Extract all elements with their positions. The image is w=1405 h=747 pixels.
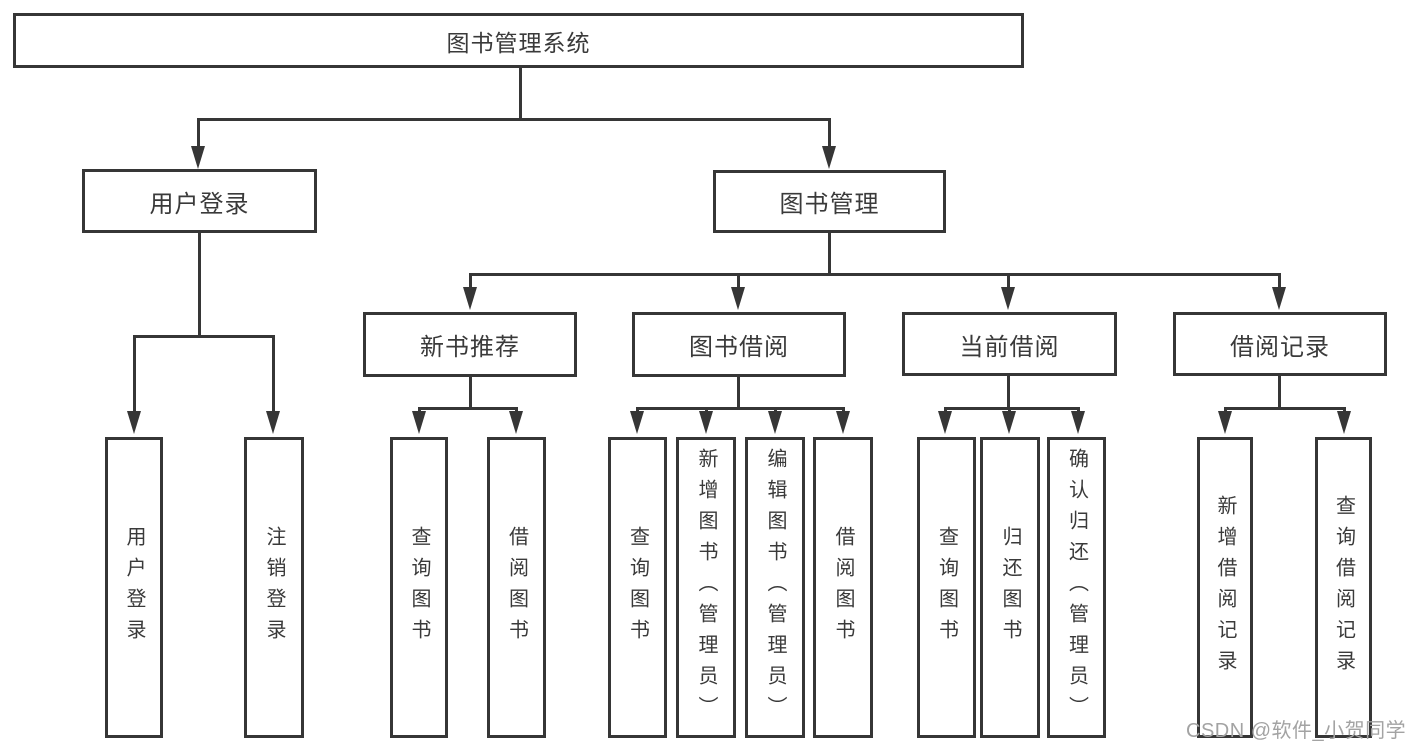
leaf-user-login: 用户登录 <box>105 437 163 738</box>
leaf-add-books-admin: 新增图书（管理员） <box>676 437 736 738</box>
arrow-down-icon <box>630 411 644 434</box>
connector-arrow-shaft <box>469 273 472 287</box>
arrow-down-icon <box>938 411 952 434</box>
connector-group-stub <box>469 376 472 407</box>
connector-arrow-shaft <box>1007 273 1010 287</box>
arrow-down-icon <box>266 411 280 434</box>
leaf-query-books-recommend: 查询图书 <box>390 437 448 738</box>
node-label: 编辑图书（管理员） <box>764 448 786 727</box>
leaf-borrow-books-recommend: 借阅图书 <box>487 437 546 738</box>
csdn-watermark: CSDN @软件_小贺同学 <box>1186 720 1405 742</box>
connector-arrow-shaft <box>705 407 708 413</box>
arrow-down-icon <box>1218 411 1232 434</box>
arrow-down-icon <box>191 146 205 169</box>
node-book-management: 图书管理 <box>713 170 946 233</box>
node-label: 新增借阅记录 <box>1214 494 1236 681</box>
arrow-down-icon <box>127 411 141 434</box>
node-label: 借阅图书 <box>505 525 528 650</box>
node-label: 借阅记录 <box>1230 333 1330 361</box>
connector-group-hline <box>1224 407 1345 410</box>
leaf-logout: 注销登录 <box>244 437 304 738</box>
connector-group-hline <box>944 407 1080 410</box>
connector-level1-hline <box>197 118 831 121</box>
node-label: 归还图书 <box>999 525 1021 650</box>
arrow-down-icon <box>699 411 713 434</box>
leaf-borrow-books: 借阅图书 <box>813 437 873 738</box>
arrow-down-icon <box>1337 411 1351 434</box>
connector-arrow-shaft <box>1343 407 1346 413</box>
node-label: 图书借阅 <box>689 334 789 361</box>
node-user-login: 用户登录 <box>82 169 317 233</box>
node-label: 借阅图书 <box>832 525 854 650</box>
connector-group-hline <box>636 407 844 410</box>
arrow-down-icon <box>1272 287 1286 310</box>
node-library-management-system: 图书管理系统 <box>13 13 1024 68</box>
connector-arrow-shaft <box>197 118 200 146</box>
connector-book-mgmt-stub <box>828 233 831 273</box>
leaf-edit-books-admin: 编辑图书（管理员） <box>745 437 805 738</box>
arrow-down-icon <box>412 411 426 434</box>
node-label: 查询图书 <box>626 525 649 650</box>
node-label: 查询图书 <box>408 525 430 650</box>
arrow-down-icon <box>463 287 477 310</box>
connector-arrow-shaft <box>515 407 518 413</box>
arrow-down-icon <box>1071 411 1085 434</box>
connector-root-stub <box>519 68 522 118</box>
connector-group-stub <box>737 376 740 407</box>
arrow-down-icon <box>1002 411 1016 434</box>
leaf-confirm-return-admin: 确认归还（管理员） <box>1047 437 1106 738</box>
arrow-down-icon <box>822 146 836 169</box>
arrow-down-icon <box>1001 287 1015 310</box>
connector-arrow-shaft <box>1278 273 1281 287</box>
connector-user-login-stub <box>198 233 201 335</box>
node-label: 注销登录 <box>263 525 285 650</box>
node-current-borrow: 当前借阅 <box>902 312 1117 376</box>
node-label: 图书管理 <box>779 191 880 218</box>
node-borrow-records: 借阅记录 <box>1173 312 1387 376</box>
connector-user-login-hline <box>133 335 275 338</box>
connector-arrow-shaft <box>418 407 421 413</box>
connector-level3-hline <box>469 273 1281 276</box>
arrow-down-icon <box>509 411 523 434</box>
arrow-down-icon <box>768 411 782 434</box>
connector-arrow-shaft <box>133 335 136 411</box>
arrow-down-icon <box>836 411 850 434</box>
node-label: 查询借阅记录 <box>1332 494 1355 681</box>
leaf-add-borrow-record: 新增借阅记录 <box>1197 437 1253 738</box>
connector-arrow-shaft <box>842 407 845 413</box>
leaf-query-books-current: 查询图书 <box>917 437 976 738</box>
connector-arrow-shaft <box>636 407 639 413</box>
node-label: 确认归还（管理员） <box>1065 448 1088 727</box>
connector-arrow-shaft <box>944 407 947 413</box>
connector-arrow-shaft <box>828 118 831 146</box>
connector-group-hline <box>418 407 518 410</box>
connector-group-stub <box>1007 376 1010 407</box>
connector-arrow-shaft <box>774 407 777 413</box>
node-label: 用户登录 <box>149 190 250 218</box>
connector-arrow-shaft <box>737 273 740 287</box>
arrow-down-icon <box>731 287 745 310</box>
node-label: 查询图书 <box>935 525 958 650</box>
node-label: 当前借阅 <box>959 333 1060 361</box>
leaf-return-books: 归还图书 <box>980 437 1040 738</box>
node-label: 新增图书（管理员） <box>695 448 717 727</box>
connector-arrow-shaft <box>1224 407 1227 413</box>
node-new-book-recommend: 新书推荐 <box>363 312 577 377</box>
leaf-query-books-borrow: 查询图书 <box>608 437 667 738</box>
connector-group-stub <box>1278 376 1281 407</box>
connector-arrow-shaft <box>1077 407 1080 413</box>
leaf-query-borrow-record: 查询借阅记录 <box>1315 437 1372 738</box>
connector-arrow-shaft <box>1008 407 1011 413</box>
node-label: 用户登录 <box>123 525 145 650</box>
connector-arrow-shaft <box>272 335 275 411</box>
node-book-borrow: 图书借阅 <box>632 312 846 377</box>
node-label: 新书推荐 <box>420 334 520 361</box>
node-label: 图书管理系统 <box>446 29 591 56</box>
